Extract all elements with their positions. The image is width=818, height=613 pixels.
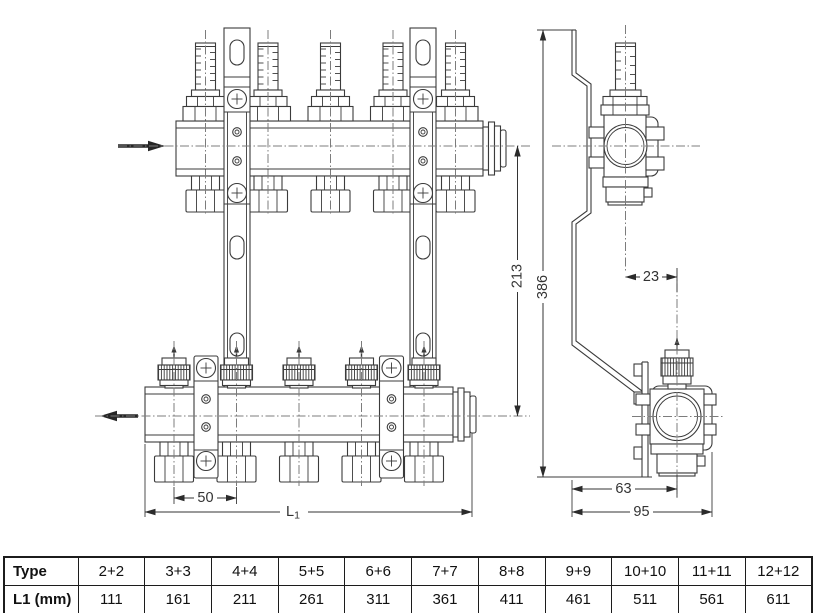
centerlines-front: [95, 29, 530, 487]
l1-cell: 211: [210, 585, 279, 613]
return-end-plug: [452, 387, 477, 442]
type-cell: 9+9: [544, 556, 613, 586]
type-cell: 2+2: [77, 556, 146, 586]
front-view: 50 L1 213: [95, 27, 530, 522]
type-cell: 6+6: [344, 556, 413, 586]
dim-axis-offset: 23: [643, 269, 659, 285]
dim-outlet-spacing: 50: [197, 490, 213, 506]
l1-cell: 411: [477, 585, 546, 613]
l1-cell: 361: [411, 585, 479, 613]
centerlines-side: [552, 25, 724, 500]
supply-section: [588, 42, 665, 206]
l1-row: L1 (mm) 111 161 211 261 311 361 411 461 …: [3, 585, 813, 613]
dim-total-depth: 95: [633, 504, 649, 520]
l1-row-label: L1 (mm): [3, 585, 79, 613]
l1-cell: 461: [544, 585, 613, 613]
supply-section-drain: [602, 176, 653, 206]
l1-cell: 111: [77, 585, 146, 613]
l1-cell: 611: [744, 585, 813, 613]
side-view: 386 23 63 95: [534, 25, 724, 520]
dim-total-height: 386: [535, 275, 551, 299]
dimensions-side: 386 23 63 95: [534, 29, 713, 520]
size-table: Type 2+2 3+3 4+4 5+5 6+6 7+7 8+8 9+9 10+…: [3, 556, 813, 613]
technical-drawing: 50 L1 213: [95, 25, 724, 522]
dim-axis-distance: 213: [510, 264, 526, 288]
type-cell: 8+8: [477, 556, 546, 586]
type-row-label: Type: [3, 556, 79, 586]
l1-cell: 261: [277, 585, 346, 613]
dim-wall-to-axis: 63: [615, 481, 631, 497]
l1-cell: 311: [344, 585, 413, 613]
return-section-drain: [650, 443, 706, 477]
type-cell: 10+10: [611, 556, 679, 586]
l1-cell: 511: [611, 585, 679, 613]
dim-length-l1: L1: [286, 504, 300, 522]
supply-end-plug: [482, 121, 507, 176]
type-row: Type 2+2 3+3 4+4 5+5 6+6 7+7 8+8 9+9 10+…: [3, 556, 813, 586]
type-cell: 7+7: [411, 556, 479, 586]
l1-cell: 561: [677, 585, 746, 613]
dimensions-front: 50 L1 213: [144, 145, 526, 522]
l1-cell: 161: [144, 585, 212, 613]
type-cell: 11+11: [677, 556, 746, 586]
type-cell: 4+4: [210, 556, 279, 586]
type-cell: 3+3: [144, 556, 212, 586]
type-cell: 12+12: [744, 556, 813, 586]
type-cell: 5+5: [277, 556, 346, 586]
